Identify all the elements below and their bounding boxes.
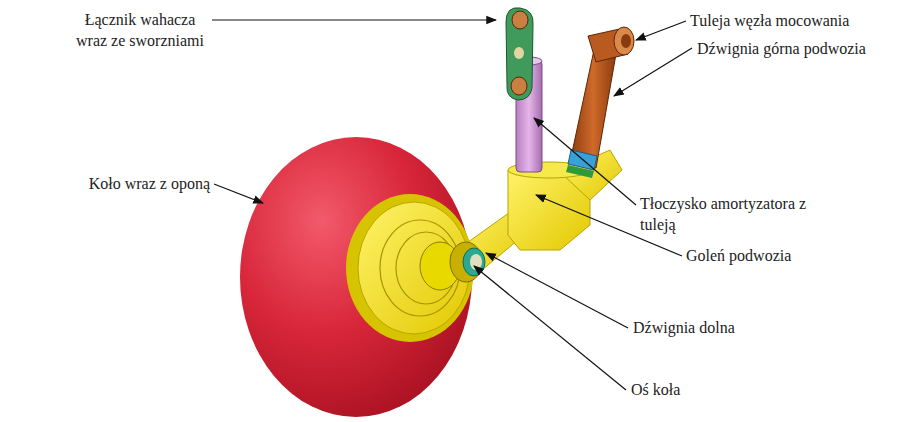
part-label: Tłoczysko amortyzatora z tuleją xyxy=(640,193,810,235)
part-label: Łącznik wahacza wraz ze sworzniami xyxy=(70,9,210,51)
part-label: Tuleja węzła mocowania xyxy=(690,10,849,31)
part-label: Dźwignia górna podwozia xyxy=(697,38,866,59)
wheel xyxy=(240,137,474,417)
part-label: Koło wraz z oponą xyxy=(89,173,210,194)
axle xyxy=(450,242,485,282)
upper-lever xyxy=(566,27,634,178)
part-label: Dźwignia dolna xyxy=(633,317,735,338)
part-label: Goleń podwozia xyxy=(686,245,791,266)
link-with-pins xyxy=(506,8,533,100)
part-label: Oś koła xyxy=(631,379,680,400)
leader-lines xyxy=(212,20,692,390)
